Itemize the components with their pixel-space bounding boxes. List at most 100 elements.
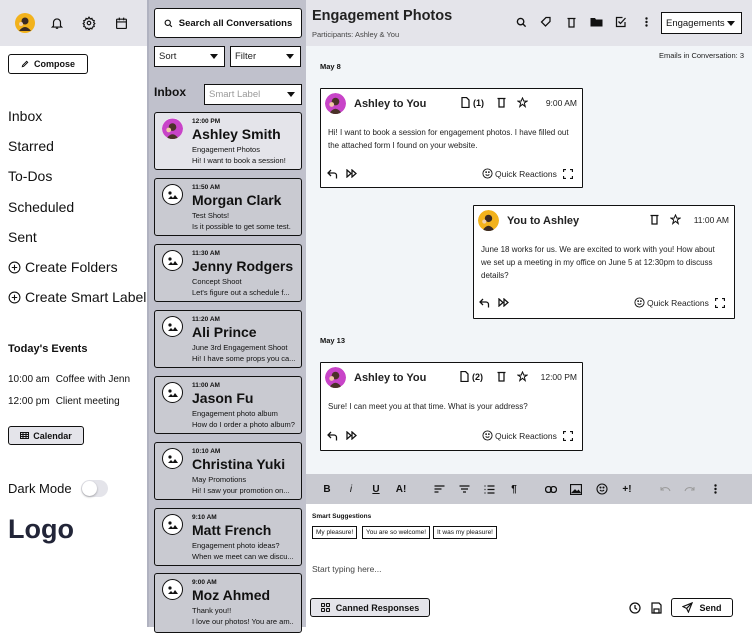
calendar-icon[interactable] (111, 13, 131, 33)
canned-responses-button[interactable]: Canned Responses (310, 598, 430, 617)
attachment-button[interactable]: (2) (460, 371, 483, 382)
conversation-item[interactable]: 11:50 AM Morgan Clark Test Shots! Is it … (154, 178, 302, 236)
more-vertical-icon[interactable] (708, 482, 722, 496)
undo-icon[interactable] (658, 482, 672, 496)
participants: Participants: Ashley & You (312, 30, 400, 39)
emoji-icon[interactable] (595, 482, 609, 496)
star-icon[interactable] (670, 214, 681, 225)
conversation-item[interactable]: 10:10 AM Christina Yuki May Promotions H… (154, 442, 302, 500)
quick-reactions-button[interactable]: Quick Reactions (482, 168, 557, 179)
sidebar-item-todos[interactable]: To-Dos (8, 168, 52, 184)
image-icon[interactable] (569, 482, 583, 496)
smart-label-dropdown[interactable]: Smart Label (204, 84, 302, 105)
search-icon[interactable] (514, 15, 528, 29)
conversation-time: 12:00 PM (192, 118, 221, 125)
create-smart-label-button[interactable]: Create Smart Label (8, 289, 146, 305)
trash-icon[interactable] (650, 214, 659, 225)
conversation-item[interactable]: 12:00 PM Ashley Smith Engagement Photos … (154, 112, 302, 170)
sidebar-top-bar (0, 0, 147, 46)
sidebar-item-starred[interactable]: Starred (8, 138, 54, 154)
user-avatar[interactable] (15, 13, 35, 33)
compose-button[interactable]: Compose (8, 54, 88, 74)
sort-dropdown[interactable]: Sort (154, 46, 225, 67)
conversation-time: 11:30 AM (192, 250, 220, 257)
suggestion-chip[interactable]: It was my pleasure! (433, 526, 497, 539)
folder-icon[interactable] (589, 15, 603, 29)
expand-icon[interactable] (563, 431, 573, 441)
conversation-item[interactable]: 9:10 AM Matt French Engagement photo ide… (154, 508, 302, 566)
insert-icon[interactable]: +! (622, 483, 632, 495)
conversation-name: Matt French (192, 522, 272, 538)
attachment-button[interactable]: (1) (461, 97, 484, 108)
caret-down-icon (287, 92, 295, 97)
checkbox-icon[interactable] (614, 15, 628, 29)
forward-icon[interactable] (346, 431, 358, 440)
canned-responses-label: Canned Responses (335, 602, 420, 613)
bold-button[interactable]: B (323, 483, 331, 495)
conversation-subject: Engagement photo ideas? (192, 541, 280, 550)
reply-icon[interactable] (327, 169, 338, 179)
paragraph-icon[interactable]: ¶ (511, 483, 517, 495)
dark-mode-row: Dark Mode (8, 480, 108, 497)
quick-reactions-button[interactable]: Quick Reactions (634, 297, 709, 308)
redo-icon[interactable] (682, 482, 696, 496)
sidebar-item-scheduled[interactable]: Scheduled (8, 199, 74, 215)
conversation-preview: Hi! I saw your promotion on... (192, 486, 290, 495)
more-vertical-icon[interactable] (639, 15, 653, 29)
quick-reactions-button[interactable]: Quick Reactions (482, 430, 557, 441)
conversation-item[interactable]: 11:20 AM Ali Prince June 3rd Engagement … (154, 310, 302, 368)
conversation-item[interactable]: 11:00 AM Jason Fu Engagement photo album… (154, 376, 302, 434)
suggestion-chip[interactable]: My pleasure! (312, 526, 358, 539)
expand-icon[interactable] (715, 298, 725, 308)
font-size-button[interactable]: A! (395, 483, 407, 495)
sidebar-item-sent[interactable]: Sent (8, 229, 37, 245)
search-label: Search all Conversations (178, 17, 293, 29)
plus-circle-icon (8, 261, 21, 273)
message-from: Ashley to You (354, 98, 427, 110)
align-center-icon[interactable] (457, 482, 471, 496)
conversation-preview: How do I order a photo album? (192, 420, 295, 429)
reply-icon[interactable] (327, 431, 338, 441)
bell-icon[interactable] (47, 13, 67, 33)
clock-icon[interactable] (629, 602, 641, 614)
conversation-subject: Thank you!! (192, 606, 232, 615)
calendar-button[interactable]: Calendar (8, 426, 84, 445)
trash-icon[interactable] (564, 15, 578, 29)
dark-mode-label: Dark Mode (8, 481, 72, 496)
date-divider: May 8 (320, 62, 341, 71)
sidebar-item-inbox[interactable]: Inbox (8, 108, 42, 124)
send-button[interactable]: Send (671, 598, 733, 617)
star-icon[interactable] (517, 97, 528, 108)
trash-icon[interactable] (497, 371, 506, 382)
reply-icon[interactable] (479, 298, 490, 308)
create-folders-button[interactable]: Create Folders (8, 259, 118, 275)
tag-icon[interactable] (539, 15, 553, 29)
forward-icon[interactable] (498, 298, 510, 307)
suggestion-chip[interactable]: You are so welcome! (362, 526, 431, 539)
list-icon[interactable] (482, 482, 496, 496)
link-icon[interactable] (544, 482, 558, 496)
label-dropdown[interactable]: Engagements (661, 12, 742, 34)
expand-icon[interactable] (563, 169, 573, 179)
trash-icon[interactable] (497, 97, 506, 108)
forward-icon[interactable] (346, 169, 358, 178)
smart-suggestions-heading: Smart Suggestions (312, 513, 372, 520)
italic-button[interactable]: i (349, 483, 353, 495)
search-conversations-button[interactable]: Search all Conversations (154, 8, 302, 38)
align-left-icon[interactable] (432, 482, 446, 496)
gear-icon[interactable] (79, 13, 99, 33)
conversation-item[interactable]: 9:00 AM Moz Ahmed Thank you!! I love our… (154, 573, 302, 633)
message-input[interactable]: Start typing here... (312, 564, 382, 574)
search-icon (164, 19, 173, 27)
conversation-list-panel: Search all Conversations Sort Filter Inb… (147, 0, 306, 633)
filter-dropdown[interactable]: Filter (230, 46, 301, 67)
conversation-item[interactable]: 11:30 AM Jenny Rodgers Concept Shoot Let… (154, 244, 302, 302)
save-draft-icon[interactable] (651, 602, 662, 614)
underline-button[interactable]: U (372, 483, 380, 495)
star-icon[interactable] (517, 371, 528, 382)
message-card: Ashley to You (1) 9:00 AM Hi! I want to … (320, 88, 583, 188)
conversation-preview: When we meet can we discu... (192, 552, 294, 561)
dark-mode-toggle[interactable] (80, 480, 108, 497)
